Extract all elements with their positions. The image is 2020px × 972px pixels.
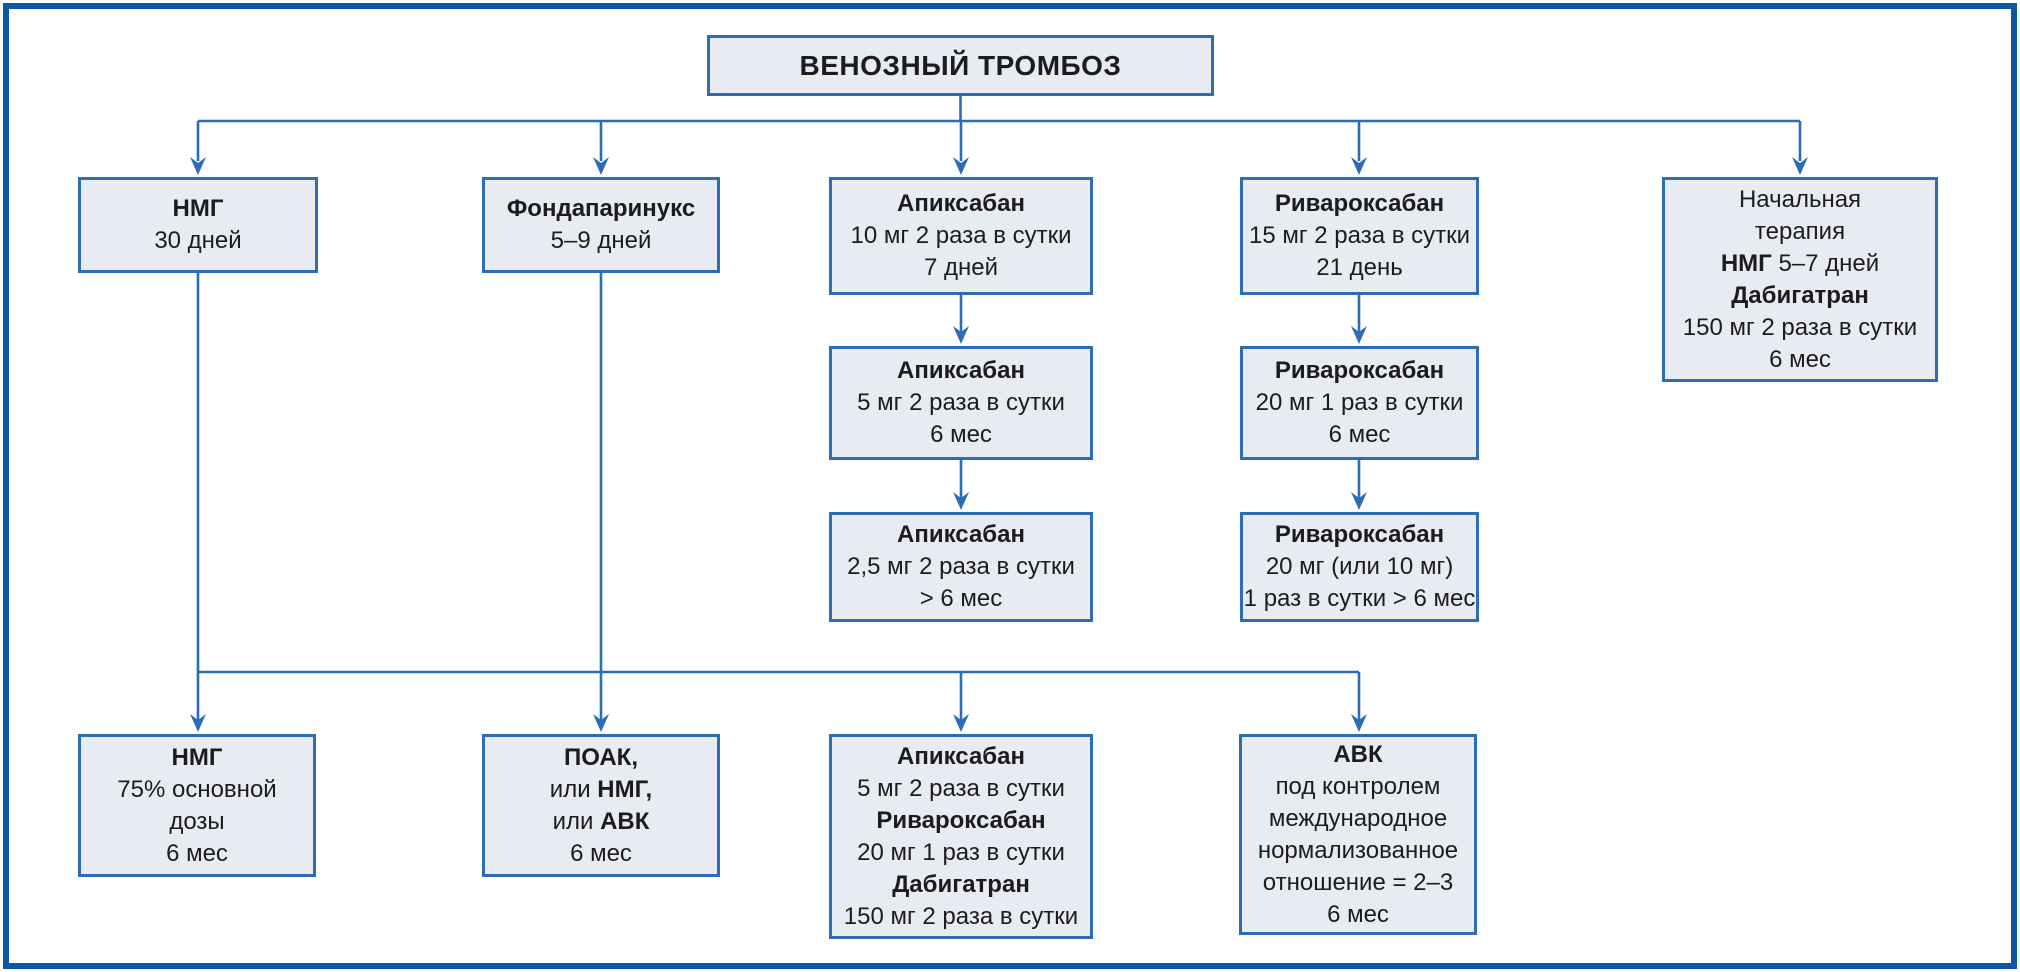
dose-2: 20 мг 1 раз в сутки [857,838,1065,866]
box-rivaroxaban-maintenance: Ривароксабан 20 мг 1 раз в сутки 6 мес [1240,346,1479,460]
dose: 15 мг 2 раза в сутки [1248,222,1471,249]
dose: 5 мг 2 раза в сутки [857,389,1065,416]
inr-target: отношение = 2–3 [1262,868,1454,896]
duration: 30 дней [154,227,242,254]
duration: 7 дней [923,254,999,281]
control-note-3: нормализованное [1257,836,1459,864]
duration: 6 мес [166,839,228,867]
box-lmwh-75-percent: НМГ 75% основной дозы 6 мес [78,734,316,877]
drug-name: НМГ [172,195,224,222]
box-rivaroxaban-loading: Ривароксабан 15 мг 2 раза в сутки 21 ден… [1240,177,1479,295]
duration: 6 мес [930,421,992,448]
therapy-label: Начальная [1738,185,1862,213]
dose: 2,5 мг 2 раза в сутки [847,553,1075,580]
dose: 150 мг 2 раза в сутки [1682,313,1918,341]
drug-name-2: Ривароксабан [876,806,1046,834]
box-poak-nmg-avk: ПОАК, или НМГ, или АВК 6 мес [482,734,720,877]
drug-name: Апиксабан [897,190,1025,217]
dose: 75% основной [117,775,277,803]
drug-option-3: или АВК [552,807,650,835]
duration: 21 день [1316,254,1403,281]
drug-name: Апиксабан [897,521,1025,548]
duration: 6 мес [1328,421,1391,448]
drug-name: Ривароксабан [1274,521,1445,548]
dose: 20 мг 1 раз в сутки [1255,389,1464,416]
box-apixaban-loading: Апиксабан 10 мг 2 раза в сутки 7 дней [829,177,1093,295]
drug-name: АВК [1333,740,1383,768]
dose-1: 5 мг 2 раза в сутки [857,774,1065,802]
drug-name: Апиксабан [897,357,1025,384]
duration: 5–9 дней [550,227,652,254]
drug-name-3: Дабигатран [892,870,1030,898]
duration: 6 мес [1327,900,1389,928]
drug-name-1: Апиксабан [897,742,1025,770]
drug-option-2: или НМГ, [549,775,653,803]
drug-name: Фондапаринукс [506,195,696,222]
drug-name: Дабигатран [1731,281,1869,309]
box-rivaroxaban-extended: Ривароксабан 20 мг (или 10 мг) 1 раз в с… [1240,512,1479,622]
control-note-2: международное [1268,804,1448,832]
box-apixaban-extended: Апиксабан 2,5 мг 2 раза в сутки > 6 мес [829,512,1093,622]
lmwh-duration: НМГ 5–7 дней [1720,249,1880,277]
drug-name: НМГ [171,743,223,771]
diagram-title: ВЕНОЗНЫЙ ТРОМБОЗ [799,49,1122,81]
box-doac-secondary: Апиксабан 5 мг 2 раза в сутки Ривароксаб… [829,734,1093,939]
box-venous-thrombosis-title: ВЕНОЗНЫЙ ТРОМБОЗ [707,35,1214,96]
dose: 20 мг (или 10 мг) [1265,553,1454,580]
drug-name: Ривароксабан [1274,357,1445,384]
duration: 1 раз в сутки > 6 мес [1243,585,1476,612]
box-lmwh-30-days: НМГ 30 дней [78,177,318,273]
therapy-label-2: терапия [1754,217,1846,245]
duration: > 6 мес [919,585,1003,612]
dose-2: дозы [169,807,225,835]
duration: 6 мес [1769,345,1831,373]
drug-name: Ривароксабан [1274,190,1445,217]
box-initial-therapy-dabigatran: Начальная терапия НМГ 5–7 дней Дабигатра… [1662,177,1938,382]
control-note-1: под контролем [1275,772,1441,800]
drug-option-1: ПОАК, [564,743,638,771]
dose: 10 мг 2 раза в сутки [850,222,1072,249]
box-avk-inr-control: АВК под контролем международное нормализ… [1239,734,1477,935]
box-apixaban-maintenance: Апиксабан 5 мг 2 раза в сутки 6 мес [829,346,1093,460]
dose-3: 150 мг 2 раза в сутки [843,902,1079,930]
box-fondaparinux: Фондапаринукс 5–9 дней [482,177,720,273]
duration: 6 мес [570,839,632,867]
